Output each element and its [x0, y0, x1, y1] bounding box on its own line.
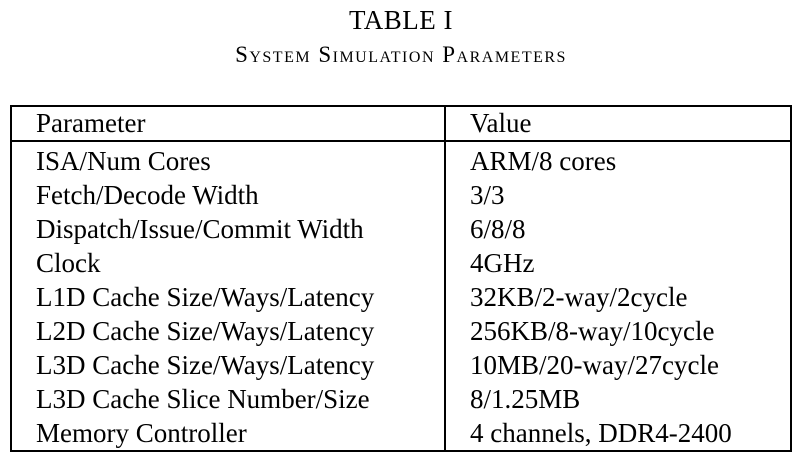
table-number: TABLE I	[348, 5, 454, 35]
value-cell: 8/1.25MB	[470, 384, 581, 414]
header-parameter: Parameter	[11, 106, 446, 142]
value-cell: 10MB/20-way/27cycle	[470, 350, 719, 380]
table-row: ISA/Num Cores ARM/8 cores	[11, 141, 791, 178]
simulation-parameters-table: Parameter Value ISA/Num Cores ARM/8 core…	[10, 105, 792, 452]
value-cell: 6/8/8	[470, 214, 526, 244]
parameter-cell: ISA/Num Cores	[11, 141, 446, 178]
parameter-cell: L3D Cache Size/Ways/Latency	[11, 348, 446, 382]
parameter-cell: L1D Cache Size/Ways/Latency	[11, 280, 446, 314]
table-caption: System Simulation Parameters	[235, 42, 567, 67]
value-cell: 4GHz	[470, 248, 535, 278]
table-row: L1D Cache Size/Ways/Latency 32KB/2-way/2…	[11, 280, 791, 314]
value-cell: 4 channels, DDR4-2400	[470, 418, 732, 448]
value-cell: 32KB/2-way/2cycle	[470, 282, 688, 312]
value-cell: 256KB/8-way/10cycle	[470, 316, 715, 346]
value-cell: 3/3	[470, 180, 505, 210]
table-row: Clock 4GHz	[11, 246, 791, 280]
parameter-cell: Clock	[11, 246, 446, 280]
parameter-cell: Dispatch/Issue/Commit Width	[11, 212, 446, 246]
parameter-cell: Memory Controller	[11, 416, 446, 451]
header-value: Value	[445, 106, 791, 142]
parameter-cell: L2D Cache Size/Ways/Latency	[11, 314, 446, 348]
table-row: Fetch/Decode Width 3/3	[11, 178, 791, 212]
table-row: L3D Cache Slice Number/Size 8/1.25MB	[11, 382, 791, 416]
table-header-row: Parameter Value	[11, 106, 791, 142]
table-row: Memory Controller 4 channels, DDR4-2400	[11, 416, 791, 451]
table-row: Dispatch/Issue/Commit Width 6/8/8	[11, 212, 791, 246]
parameter-cell: Fetch/Decode Width	[11, 178, 446, 212]
table-row: L3D Cache Size/Ways/Latency 10MB/20-way/…	[11, 348, 791, 382]
value-cell: ARM/8 cores	[470, 146, 617, 176]
parameter-cell: L3D Cache Slice Number/Size	[11, 382, 446, 416]
table-row: L2D Cache Size/Ways/Latency 256KB/8-way/…	[11, 314, 791, 348]
